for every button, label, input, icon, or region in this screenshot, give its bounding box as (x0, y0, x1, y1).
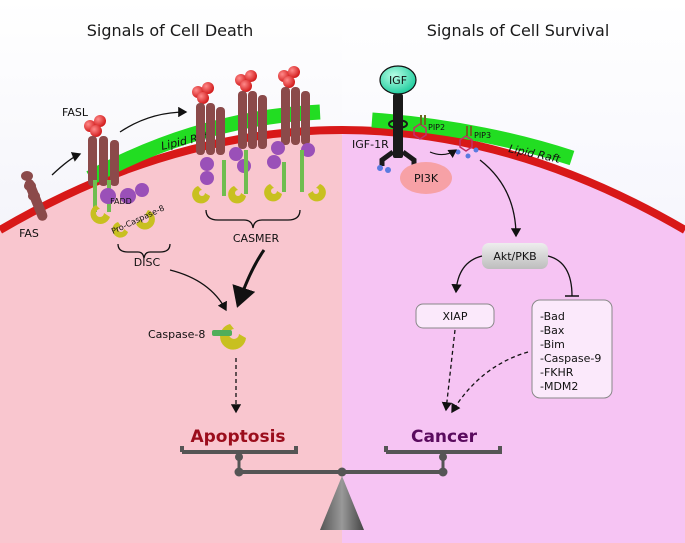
disc-bracket (117, 243, 171, 259)
caspase8-label: Caspase-8 (148, 328, 205, 341)
pip2-label: PIP2 (428, 123, 445, 132)
target-caspase9: -Caspase-9 (540, 352, 601, 365)
casmer-receptor-1 (192, 82, 226, 204)
apoptosis-label: Apoptosis (190, 427, 285, 447)
targets-box (531, 299, 613, 399)
target-fkhr: -FKHR (540, 366, 574, 379)
disc-label: DISC (134, 256, 161, 269)
pi3k-label: PI3K (414, 172, 439, 185)
fadd-label: FADD (110, 197, 132, 206)
fas-to-fasl-arrow (51, 152, 82, 176)
targets-to-cancer-arrow (451, 351, 529, 414)
caspase8-icon (212, 324, 246, 350)
casmer-label: CASMER (233, 232, 280, 245)
cell-interior-survival (342, 130, 685, 543)
target-bax: -Bax (540, 324, 565, 337)
casmer-receptor-3 (264, 66, 326, 202)
akt-box (482, 243, 548, 269)
cell-interior-death (0, 130, 342, 543)
casmer-bracket (205, 209, 301, 229)
fas-label: FAS (19, 227, 39, 240)
disc-complex (84, 115, 155, 238)
fasl-label: FASL (62, 106, 89, 119)
pip2-molecule (413, 115, 427, 140)
target-bim: -Bim (540, 338, 565, 351)
akt-inhibits-targets (547, 255, 573, 297)
right-pan (384, 446, 502, 454)
left-pan (180, 446, 298, 454)
igf-label: IGF (389, 74, 407, 87)
casmer-receptor-2 (228, 70, 267, 204)
death-title: Signals of Cell Death (87, 21, 253, 40)
fasl-to-casmer-arrow (119, 106, 188, 133)
akt-label: Akt/PKB (493, 250, 536, 263)
igf1r-label: IGF-1R (352, 138, 389, 151)
pi3k-blob (400, 162, 452, 194)
igf1r-receptor (377, 94, 421, 173)
pip3-label: PIP3 (474, 131, 491, 140)
akt-to-xiap-arrow (451, 255, 483, 294)
survival-title: Signals of Cell Survival (427, 21, 610, 40)
balance-scale (180, 446, 502, 530)
pip2-to-pip3-arrow (429, 149, 457, 158)
disc-to-caspase-arrow (169, 269, 227, 312)
target-mdm2: -MDM2 (540, 380, 578, 393)
scale-fulcrum (320, 476, 364, 530)
xiap-label: XIAP (443, 310, 468, 323)
pip3-to-akt-arrow (479, 159, 522, 238)
target-bad: -Bad (540, 310, 565, 323)
cancer-label: Cancer (411, 427, 478, 447)
fas-receptor (21, 171, 48, 221)
xiap-box (415, 303, 495, 329)
casmer-to-caspase-arrow (232, 249, 266, 308)
